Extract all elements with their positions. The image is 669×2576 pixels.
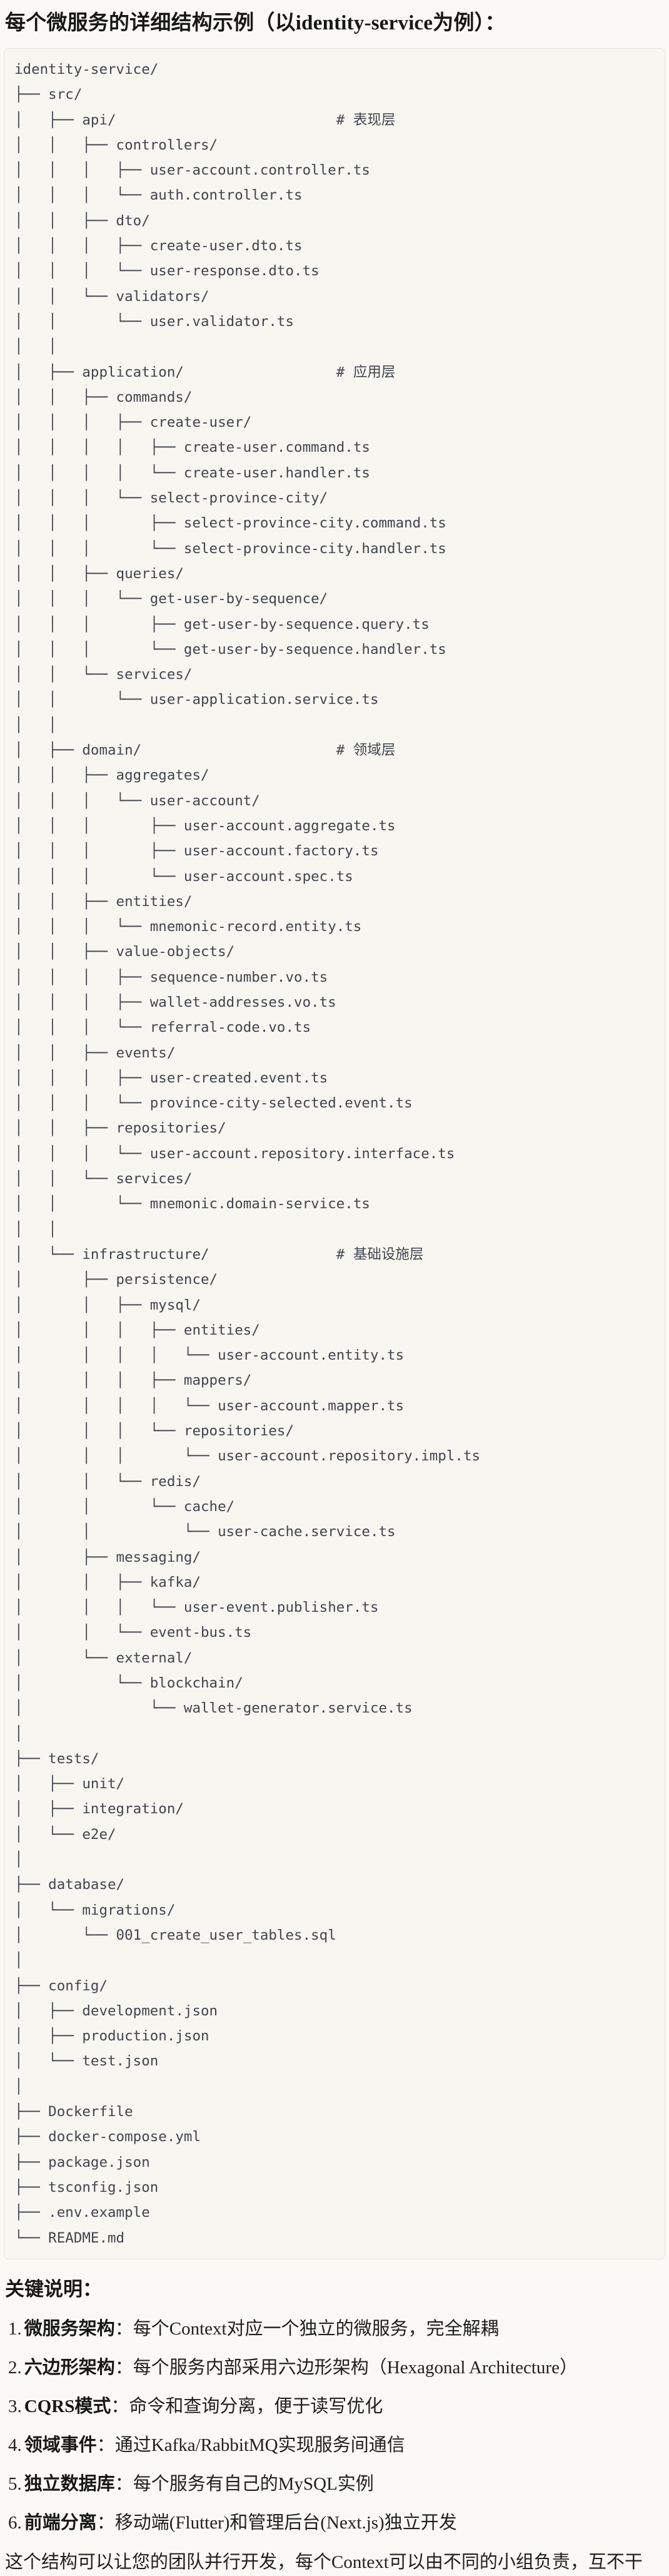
note-text: ：通过Kafka/RabbitMQ实现服务间通信: [96, 2435, 405, 2455]
note-item: 6.前端分离：移动端(Flutter)和管理后台(Next.js)独立开发: [5, 2510, 664, 2536]
note-text: ：每个Context对应一个独立的微服务，完全解耦: [114, 2318, 499, 2339]
note-label: 六边形架构: [24, 2357, 115, 2378]
code-block: identity-service/ ├── src/ │ ├── api/ # …: [4, 48, 665, 2259]
note-number: 1.: [8, 2318, 22, 2339]
note-label: 前端分离: [24, 2512, 97, 2533]
notes-heading: 关键说明：: [5, 2278, 102, 2300]
note-text: ：移动端(Flutter)和管理后台(Next.js)独立开发: [96, 2512, 457, 2533]
notes-section: 关键说明： 1.微服务架构：每个Context对应一个独立的微服务，完全解耦 2.…: [4, 2276, 665, 2576]
note-text: ：每个服务有自己的MySQL实例: [114, 2473, 374, 2494]
note-item: 4.领域事件：通过Kafka/RabbitMQ实现服务间通信: [5, 2432, 664, 2458]
note-number: 3.: [8, 2396, 22, 2416]
note-text: ：命令和查询分离，便于读写优化: [111, 2396, 383, 2416]
closing-paragraph: 这个结构可以让您的团队并行开发，每个Context可以由不同的小组负责，互不干扰…: [5, 2552, 643, 2572]
directory-tree: identity-service/ ├── src/ │ ├── api/ # …: [14, 61, 481, 2246]
note-item: 5.独立数据库：每个服务有自己的MySQL实例: [5, 2471, 664, 2497]
page-title: 每个微服务的详细结构示例（以identity-service为例）：: [5, 12, 506, 34]
note-number: 4.: [8, 2435, 22, 2455]
note-label: 独立数据库: [24, 2473, 115, 2494]
note-number: 2.: [8, 2357, 22, 2378]
note-number: 6.: [8, 2512, 22, 2533]
note-text: ：每个服务内部采用六边形架构（Hexagonal Architecture）: [114, 2357, 578, 2378]
note-number: 5.: [8, 2473, 22, 2494]
note-label: 微服务架构: [24, 2318, 115, 2339]
note-label: 领域事件: [24, 2435, 97, 2455]
note-item: 2.六边形架构：每个服务内部采用六边形架构（Hexagonal Architec…: [5, 2355, 664, 2381]
note-label: CQRS模式: [24, 2396, 111, 2416]
note-item: 1.微服务架构：每个Context对应一个独立的微服务，完全解耦: [5, 2316, 664, 2342]
note-item: 3.CQRS模式：命令和查询分离，便于读写优化: [5, 2393, 664, 2420]
